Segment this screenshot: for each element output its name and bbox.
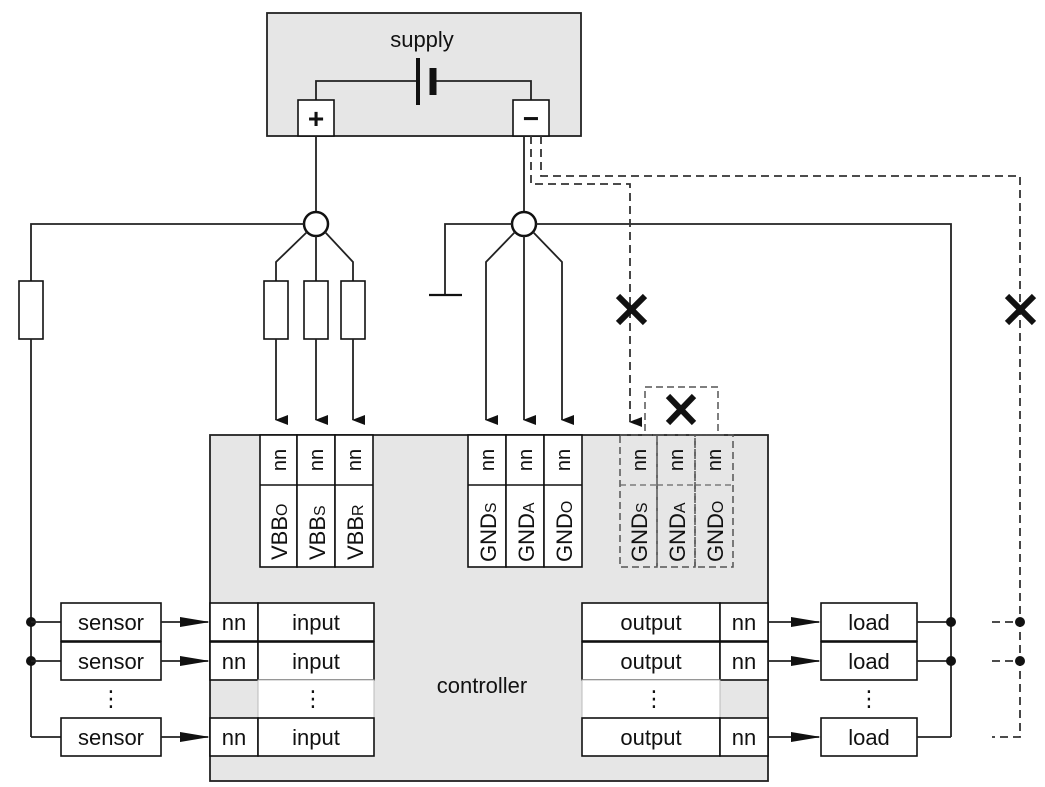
cross-icon (615, 293, 648, 326)
svg-text:load: load (848, 725, 890, 750)
svg-text:GNDO: GNDO (703, 501, 728, 562)
input-box (257, 717, 375, 757)
fuse-vbbr (340, 280, 366, 340)
plus-terminal (297, 99, 335, 137)
controller-label: controller (437, 673, 527, 698)
pin-gnds-wrong: nn GNDS (619, 434, 658, 568)
pin-gndo: nn GNDO (543, 434, 583, 568)
svg-text:nn: nn (222, 725, 246, 750)
svg-text:nn: nn (629, 449, 651, 471)
io-row: sensor nn input output nn load (26, 602, 956, 642)
svg-text:output: output (620, 725, 681, 750)
plus-node (302, 210, 330, 238)
pin-gnda: nn GNDA (505, 434, 545, 568)
svg-text:nn: nn (515, 449, 537, 471)
sensor-box (60, 717, 162, 757)
svg-text:input: input (292, 649, 340, 674)
svg-text:sensor: sensor (78, 725, 144, 750)
gnd-pins-wrong: nn GNDS nn GNDA nn GNDO (619, 434, 734, 568)
svg-text:nn: nn (732, 725, 756, 750)
fuse-vbbs (303, 280, 329, 340)
fuse-sensor (18, 280, 44, 340)
pin-gnda-wrong: nn GNDA (656, 434, 696, 568)
output-box (581, 717, 721, 757)
sensor-box (60, 602, 162, 642)
svg-text:sensor: sensor (78, 649, 144, 674)
svg-text:nn: nn (477, 449, 499, 471)
svg-text:nn: nn (306, 449, 328, 471)
svg-text:input: input (292, 610, 340, 635)
svg-text:nn: nn (553, 449, 575, 471)
svg-text:input: input (292, 725, 340, 750)
plus-distribution (18, 136, 366, 737)
minus-distribution (429, 136, 952, 737)
pin-vbbs: nn VBBS (296, 434, 336, 568)
svg-text:nn: nn (704, 449, 726, 471)
pin-gndo-wrong: nn GNDO (694, 434, 734, 568)
supply-label: supply (390, 27, 454, 52)
svg-text:output: output (620, 649, 681, 674)
svg-text:nn: nn (732, 649, 756, 674)
svg-text:nn: nn (666, 449, 688, 471)
output-box (581, 641, 721, 681)
ellipsis-row: ⋮ ⋮ ⋮ ⋮ (100, 679, 880, 719)
svg-text:output: output (620, 610, 681, 635)
minus-terminal (512, 99, 550, 137)
svg-text:load: load (848, 649, 890, 674)
supply-box: supply + − (266, 12, 582, 137)
ellipsis: ⋮ (100, 686, 122, 711)
load-box (820, 717, 918, 757)
svg-text:nn: nn (732, 610, 756, 635)
svg-text:nn: nn (222, 610, 246, 635)
svg-text:GNDA: GNDA (514, 502, 539, 562)
svg-text:VBBR: VBBR (343, 504, 368, 560)
ellipsis: ⋮ (643, 686, 665, 711)
ellipsis: ⋮ (858, 686, 880, 711)
svg-text:sensor: sensor (78, 610, 144, 635)
cross-icon (1004, 293, 1037, 326)
input-box (257, 641, 375, 681)
gnd-pins: nn GNDS nn GNDA nn GNDO (467, 434, 583, 568)
input-box (257, 602, 375, 642)
svg-text:VBBO: VBBO (267, 504, 292, 560)
vbb-pins: nn VBBO nn VBBS nn VBBR (259, 434, 374, 568)
pin-vbbr: nn VBBR (334, 434, 374, 568)
load-box (820, 641, 918, 681)
io-row: sensor nn input output nn load (26, 641, 956, 681)
minus-node (510, 210, 538, 238)
svg-text:nn: nn (222, 649, 246, 674)
pin-gnds: nn GNDS (467, 434, 507, 568)
plus-terminal-label: + (308, 103, 324, 134)
io-row: sensor nn input output nn load (31, 717, 951, 757)
svg-text:GNDO: GNDO (552, 501, 577, 562)
svg-text:nn: nn (344, 449, 366, 471)
svg-text:load: load (848, 610, 890, 635)
svg-text:GNDA: GNDA (665, 502, 690, 562)
svg-text:GNDS: GNDS (476, 502, 501, 562)
svg-text:GNDS: GNDS (627, 502, 652, 562)
fuse-vbbo (263, 280, 289, 340)
minus-terminal-label: − (523, 103, 539, 134)
battery-icon (416, 58, 437, 105)
svg-text:nn: nn (269, 449, 291, 471)
ellipsis: ⋮ (302, 686, 324, 711)
pin-vbbo: nn VBBO (259, 434, 298, 568)
cross-icon (665, 393, 697, 426)
svg-text:VBBS: VBBS (305, 505, 330, 560)
